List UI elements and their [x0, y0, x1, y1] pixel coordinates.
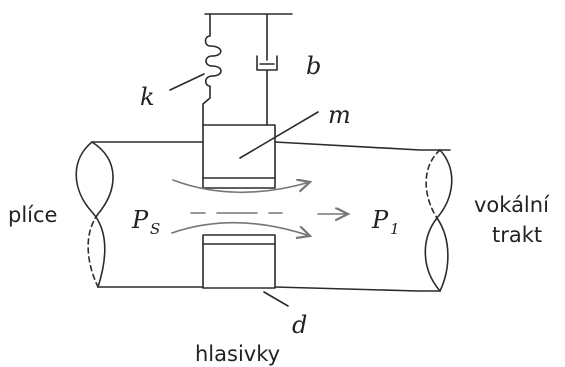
symbol-subglottal-pressure: P: [131, 206, 149, 234]
symbol-damping: b: [306, 52, 321, 80]
label-vocal-tract-line1: vokální: [474, 193, 550, 217]
leader-line-d: [263, 291, 289, 307]
left-tube-end-dashed: [87, 213, 99, 288]
upper-mass-block: [202, 124, 276, 189]
left-tube-end-hidden: [91, 141, 114, 215]
flow-arrow-upper: [172, 180, 310, 194]
airway-tube-top: [91, 141, 451, 151]
symbol-supraglottal-pressure-subscript: 1: [390, 220, 400, 238]
right-tube-end-hidden: [436, 217, 449, 292]
leader-line-k: [169, 73, 205, 91]
symbol-spring-constant: k: [140, 83, 155, 111]
right-tube-end-dashed: [425, 149, 441, 219]
label-vocal-folds: hlasivky: [195, 342, 280, 366]
left-tube-end-solid: [75, 141, 106, 288]
lower-mass-block: [202, 234, 276, 289]
symbol-thickness: d: [292, 311, 307, 339]
leader-line-m: [239, 111, 319, 159]
label-lungs: plíce: [8, 203, 57, 227]
symbol-mass: m: [328, 101, 351, 129]
damper: [256, 13, 278, 126]
symbol-supraglottal-pressure: P: [371, 206, 389, 234]
flow-arrow-lower: [171, 222, 310, 236]
symbol-subglottal-pressure-subscript: S: [150, 220, 160, 238]
label-vocal-tract-line2: trakt: [492, 223, 542, 247]
spring: [202, 13, 222, 126]
airway-tube-bottom: [97, 286, 441, 292]
